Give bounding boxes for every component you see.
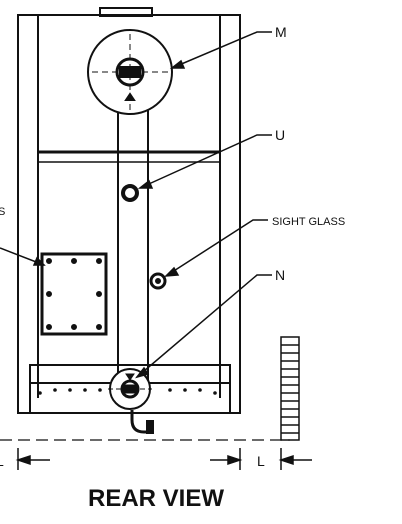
leader-u <box>139 134 272 189</box>
drain-cap <box>146 420 154 434</box>
leader-m-arrow <box>169 59 186 69</box>
callout-u: U <box>275 127 285 143</box>
dimension-l-left <box>15 448 50 470</box>
leader-sight-glass <box>165 219 268 277</box>
leader-m <box>171 31 272 69</box>
access-panel <box>40 252 108 336</box>
base-rail-fasteners <box>38 388 217 395</box>
callout-n: N <box>275 267 285 283</box>
callout-sight-glass: SIGHT GLASS <box>272 216 345 228</box>
callout-l-right: L <box>257 453 265 469</box>
view-title: REAR VIEW <box>88 485 224 512</box>
drain-elbow <box>130 410 150 434</box>
flue-column <box>117 91 149 381</box>
connection-m <box>87 29 173 115</box>
leader-s-arrow <box>32 256 46 266</box>
leader-sight-glass-arrow <box>164 266 180 277</box>
leader-u-arrow <box>137 179 154 189</box>
leader-n <box>136 274 272 378</box>
connection-u <box>121 184 139 202</box>
sight-glass-port <box>149 272 167 290</box>
brick-wall <box>280 336 300 441</box>
callout-m: M <box>275 24 287 40</box>
top-vent <box>99 7 153 17</box>
dimension-l-right <box>210 448 312 470</box>
callout-s-partial: S <box>0 206 5 218</box>
connection-n <box>108 368 152 410</box>
leader-n-arrow <box>135 366 150 379</box>
callout-l-left: L <box>0 453 4 469</box>
